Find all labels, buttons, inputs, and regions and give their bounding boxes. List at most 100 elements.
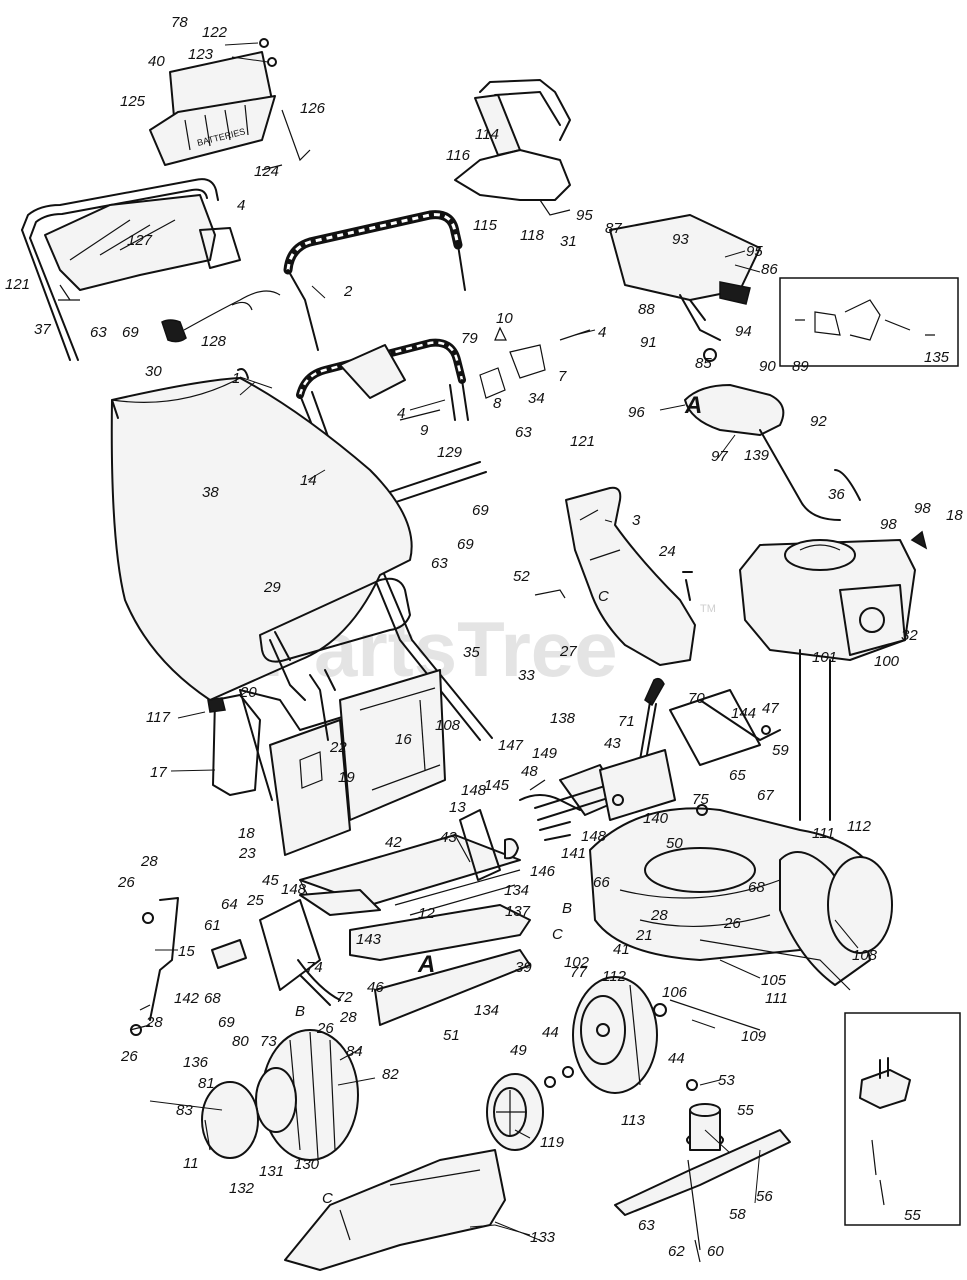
callout-83: 83	[176, 1102, 193, 1119]
marker-C-chute: C	[598, 588, 609, 605]
callout-79: 79	[461, 330, 478, 347]
callout-50: 50	[666, 835, 683, 852]
callout-137: 137	[505, 903, 531, 920]
callout-149: 149	[532, 745, 558, 762]
callout-86: 86	[761, 261, 778, 278]
callout-115: 115	[473, 217, 498, 234]
callout-143: 143	[356, 931, 382, 948]
callout-42: 42	[385, 834, 402, 851]
rear-door-assembly	[239, 669, 446, 856]
callout-145: 145	[484, 777, 510, 794]
callout-21: 21	[635, 927, 653, 944]
callout-101: 101	[812, 649, 837, 666]
callout-13: 13	[449, 799, 466, 816]
callout-114: 114	[475, 126, 499, 143]
wheel-front	[572, 976, 658, 1094]
callout-24: 24	[658, 543, 676, 560]
inset-box-55	[844, 1012, 961, 1226]
callout-134a: 134	[504, 882, 529, 899]
callout-60: 60	[707, 1243, 724, 1260]
callout-116: 116	[446, 147, 471, 164]
misc-hardware	[130, 38, 771, 1091]
leader-lines	[149, 42, 859, 1242]
callout-31: 31	[560, 233, 577, 250]
belt-cover	[684, 384, 841, 521]
callout-48: 48	[521, 763, 538, 780]
callout-81: 81	[198, 1075, 215, 1092]
callout-32: 32	[901, 627, 918, 644]
callout-111a: 111	[812, 825, 835, 842]
callout-52: 52	[513, 568, 530, 585]
callout-117: 117	[146, 709, 171, 726]
callout-93: 93	[672, 231, 689, 248]
callout-90: 90	[759, 358, 776, 375]
callout-63d: 63	[638, 1217, 655, 1234]
callout-65: 65	[729, 767, 746, 784]
callout-142: 142	[174, 990, 200, 1007]
callout-9: 9	[420, 422, 429, 439]
callout-25: 25	[246, 892, 264, 909]
height-adjuster	[129, 889, 381, 1031]
callout-126: 126	[300, 100, 326, 117]
callout-111b: 111	[765, 990, 788, 1007]
callout-27: 27	[559, 643, 577, 660]
callout-14: 14	[300, 472, 317, 489]
callout-44b: 44	[668, 1050, 685, 1067]
callout-55a: 55	[737, 1102, 754, 1119]
connector-markers: A A B B C C C	[295, 392, 702, 1207]
callout-2: 2	[343, 283, 353, 300]
callout-47: 47	[762, 700, 779, 717]
callout-70: 70	[688, 690, 705, 707]
switch-cable	[161, 290, 281, 343]
callout-88: 88	[638, 301, 655, 318]
callout-8: 8	[493, 395, 502, 412]
callout-53: 53	[718, 1072, 735, 1089]
callout-141: 141	[561, 845, 586, 862]
callout-84: 84	[346, 1043, 363, 1060]
marker-A-belt-cover: A	[684, 392, 702, 419]
callout-55b: 55	[904, 1207, 921, 1224]
callout-28d: 28	[650, 907, 668, 924]
callout-148b: 148	[461, 782, 487, 799]
callout-128: 128	[201, 333, 227, 350]
drive-lever	[599, 677, 781, 821]
callout-72: 72	[336, 989, 353, 1006]
callout-105: 105	[761, 972, 787, 989]
callout-127: 127	[127, 232, 153, 249]
callout-26d: 26	[723, 915, 741, 932]
callout-68a: 68	[204, 990, 221, 1007]
marker-B-housing: B	[562, 900, 572, 917]
callout-61: 61	[204, 917, 221, 934]
callout-78: 78	[171, 14, 188, 31]
callout-4b: 4	[598, 324, 606, 341]
callout-44a: 44	[542, 1024, 559, 1041]
callout-135: 135	[924, 349, 950, 366]
callout-82: 82	[382, 1066, 399, 1083]
callout-1: 1	[232, 370, 240, 387]
mulch-plate	[284, 1149, 506, 1271]
callout-29: 29	[263, 579, 281, 596]
callout-139: 139	[744, 447, 770, 464]
callout-112a: 112	[847, 818, 872, 835]
callout-134b: 134	[474, 1002, 499, 1019]
callout-20: 20	[239, 684, 257, 701]
callout-68b: 68	[748, 879, 765, 896]
callout-121b: 121	[570, 433, 595, 450]
callout-92: 92	[810, 413, 827, 430]
handle-hardware	[399, 326, 591, 421]
callout-109: 109	[741, 1028, 767, 1045]
callout-12: 12	[418, 905, 435, 922]
callout-69a: 69	[122, 324, 139, 341]
callout-23: 23	[238, 845, 256, 862]
callout-36: 36	[828, 486, 845, 503]
callout-74: 74	[306, 959, 323, 976]
callout-63b: 63	[515, 424, 532, 441]
callout-129: 129	[437, 444, 463, 461]
callout-16: 16	[395, 731, 412, 748]
callout-130: 130	[294, 1156, 320, 1173]
callout-51: 51	[443, 1027, 460, 1044]
engine	[739, 469, 928, 821]
wheel-rear-left	[255, 1029, 359, 1161]
callout-28c: 28	[339, 1009, 357, 1026]
